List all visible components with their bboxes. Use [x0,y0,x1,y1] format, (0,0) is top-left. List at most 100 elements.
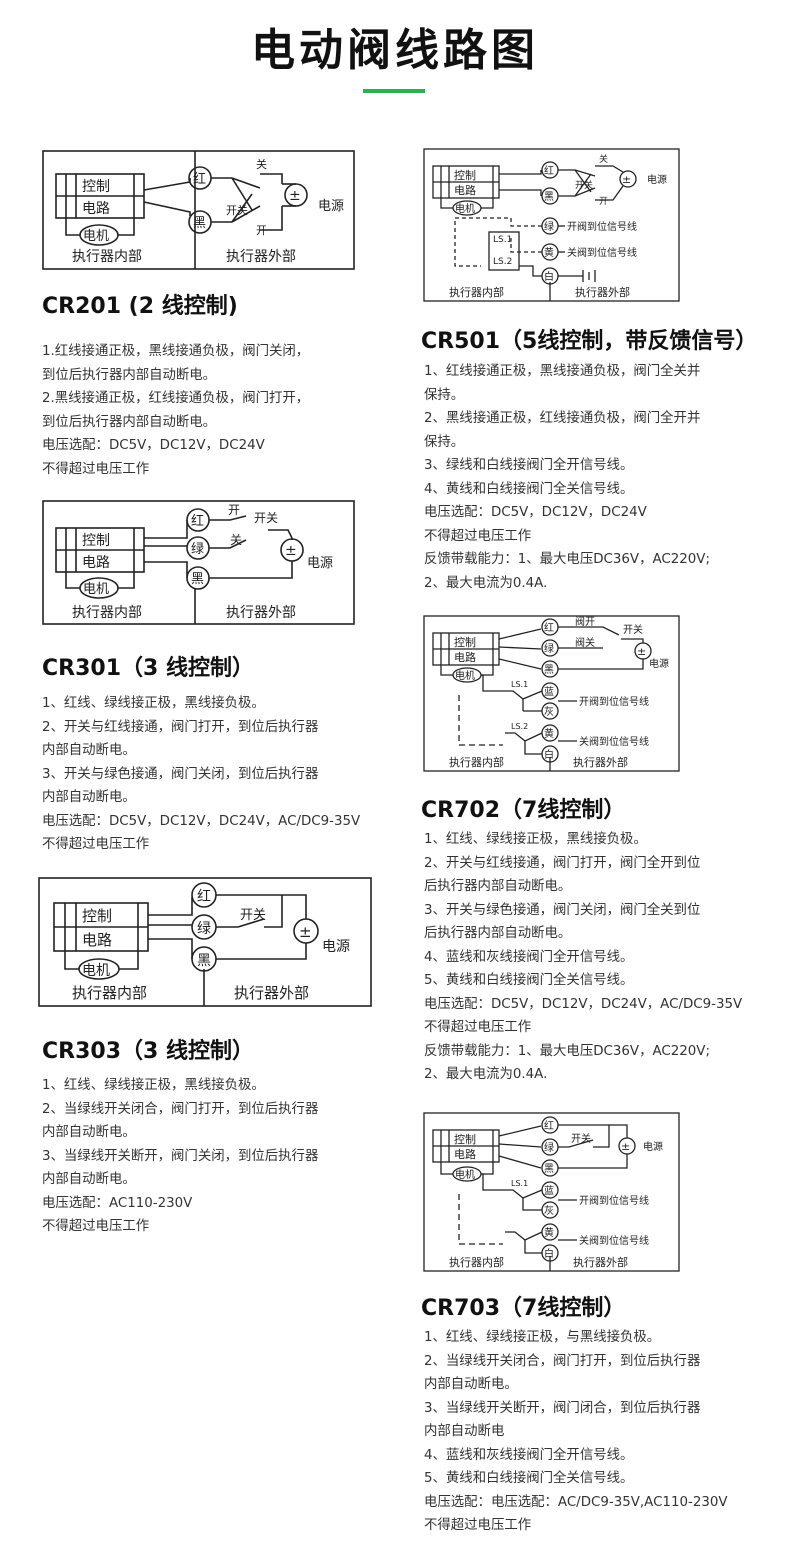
svg-text:关: 关 [256,157,267,171]
cr501-diagram: 控制 电路 电机 红 黑 开关 关 开 ± 电源 绿 黄 白 开阀到位信号线 关… [423,148,680,302]
svg-text:灰: 灰 [544,705,554,718]
svg-text:电机: 电机 [455,669,475,682]
svg-text:灰: 灰 [544,1204,554,1217]
cr703-diagram: 控制 电路 电机 红 绿 黑 开关 ± 电源 蓝 灰 黄 白 开阀到位信号线 关… [423,1112,680,1272]
svg-text:关: 关 [599,153,608,165]
svg-text:执行器内部: 执行器内部 [72,984,147,1002]
svg-text:执行器外部: 执行器外部 [226,605,296,621]
svg-text:红: 红 [544,621,554,634]
cr702-heading: CR702（7线控制） [421,798,626,823]
svg-text:LS.1: LS.1 [511,680,528,689]
cr303-description: 1、红线、绿线接正极，黑线接负极。 2、当绿线开关闭合，阀门打开，到位后执行器 … [42,1078,319,1234]
cr301-diagram: 控制 电路 电机 红 绿 黑 开 关 开关 ± 电源 执行器内部 执行器外部 [42,500,355,625]
svg-text:电源: 电源 [307,556,333,571]
svg-text:±: ± [621,1140,630,1153]
svg-text:电机: 电机 [455,202,475,215]
svg-text:关: 关 [230,533,242,547]
svg-text:黄: 黄 [544,727,554,740]
svg-text:电路: 电路 [454,1148,476,1161]
svg-text:黑: 黑 [544,1163,554,1175]
cr201-heading: CR201 (2 线控制) [42,294,238,319]
svg-text:±: ± [299,923,312,941]
svg-text:±: ± [285,543,297,559]
svg-text:绿: 绿 [544,1141,554,1154]
cr201-diagram: 控制 电路 电机 红 黑 开关 关 开 ± 电源 执行器内部 执行器外部 [42,150,355,270]
svg-text:电源: 电源 [647,173,667,186]
cr703-description: 1、红线、绿线接正极，与黑线接负极。 2、当绿线开关闭合，阀门打开，到位后执行器… [424,1330,728,1533]
outside-label: 执行器外部 [226,249,296,265]
cr303-heading: CR303（3 线控制） [42,1039,254,1064]
svg-text:红: 红 [193,171,206,187]
svg-text:电机: 电机 [83,582,109,597]
svg-text:控制: 控制 [454,635,476,649]
svg-text:LS.1: LS.1 [493,235,512,245]
svg-text:开关: 开关 [571,1132,591,1145]
svg-text:绿: 绿 [197,921,211,937]
svg-text:电机: 电机 [82,963,110,979]
svg-text:执行器外部: 执行器外部 [573,755,628,769]
svg-text:黄: 黄 [544,246,554,259]
control-label: 控制 [82,179,110,195]
svg-text:电源: 电源 [649,657,669,670]
svg-text:黑: 黑 [197,953,211,969]
cr301-description: 1、红线、绿线接正极，黑线接负极。 2、开关与红线接通，阀门打开，到位后执行器 … [42,696,361,852]
svg-text:红: 红 [197,889,211,905]
svg-text:黑: 黑 [544,191,554,203]
svg-text:执行器内部: 执行器内部 [449,1255,504,1269]
cr501-description: 1、红线接通正极，黑线接通负极，阀门全关并 保持。 2、黑线接通正极，红线接通负… [424,364,710,591]
svg-text:控制: 控制 [82,533,110,549]
cr501-heading: CR501（5线控制，带反馈信号） [421,329,758,354]
svg-text:白: 白 [544,270,554,283]
svg-text:开阀到位信号线: 开阀到位信号线 [579,695,649,708]
svg-text:黄: 黄 [544,1226,554,1239]
cr702-description: 1、红线、绿线接正极，黑线接负极。 2、开关与红线接通，阀门打开，阀门全开到位 … [424,832,743,1082]
svg-text:黑: 黑 [191,572,204,587]
svg-text:LS.2: LS.2 [511,722,528,731]
svg-text:绿: 绿 [191,542,204,557]
svg-text:关阀到位信号线: 关阀到位信号线 [567,246,637,259]
svg-text:阀开: 阀开 [575,615,595,628]
svg-text:±: ± [622,173,631,186]
svg-text:开阀到位信号线: 开阀到位信号线 [567,220,637,233]
svg-text:开关: 开关 [254,511,278,525]
svg-text:红: 红 [191,513,204,529]
svg-text:LS.2: LS.2 [493,257,512,267]
svg-text:执行器内部: 执行器内部 [449,755,504,769]
switch-label: 开关 [226,203,248,217]
cr303-diagram: 控制 电路 电机 红 绿 黑 开关 ± 电源 执行器内部 执行器外部 [38,877,372,1007]
svg-text:执行器内部: 执行器内部 [72,605,142,621]
svg-text:关阀到位信号线: 关阀到位信号线 [579,735,649,748]
svg-text:±: ± [289,188,301,204]
svg-text:电路: 电路 [82,931,112,949]
svg-text:阀关: 阀关 [575,636,595,649]
cr703-heading: CR703（7线控制） [421,1296,626,1321]
svg-text:LS.1: LS.1 [511,1179,528,1188]
svg-text:电源: 电源 [322,939,350,955]
svg-text:开关: 开关 [623,623,643,636]
svg-text:红: 红 [544,1119,554,1132]
svg-text:开关: 开关 [240,908,266,923]
svg-text:控制: 控制 [454,168,476,182]
svg-text:黑: 黑 [193,216,206,231]
svg-text:执行器外部: 执行器外部 [575,285,630,299]
svg-text:执行器外部: 执行器外部 [234,984,309,1002]
svg-text:电路: 电路 [82,555,110,571]
svg-text:电路: 电路 [454,651,476,664]
svg-text:执行器内部: 执行器内部 [449,285,504,299]
svg-text:开: 开 [599,196,608,207]
svg-text:开: 开 [228,503,240,517]
cr702-diagram: 控制 电路 电机 红 绿 黑 阀开 阀关 开关 ± 电源 蓝 灰 黄 白 开阀到… [423,615,680,772]
svg-text:关阀到位信号线: 关阀到位信号线 [579,1234,649,1247]
svg-text:蓝: 蓝 [544,686,554,698]
motor-label: 电机 [83,229,109,244]
svg-text:电路: 电路 [454,184,476,197]
svg-text:开关: 开关 [575,179,593,191]
svg-text:±: ± [637,645,646,658]
circuit-label: 电路 [82,201,110,217]
page-title: 电动阀线路图 [251,25,539,76]
power-label: 电源 [318,199,344,214]
svg-text:黑: 黑 [544,664,554,676]
title-underline [363,89,425,93]
svg-text:控制: 控制 [454,1132,476,1146]
svg-text:电机: 电机 [455,1168,475,1181]
